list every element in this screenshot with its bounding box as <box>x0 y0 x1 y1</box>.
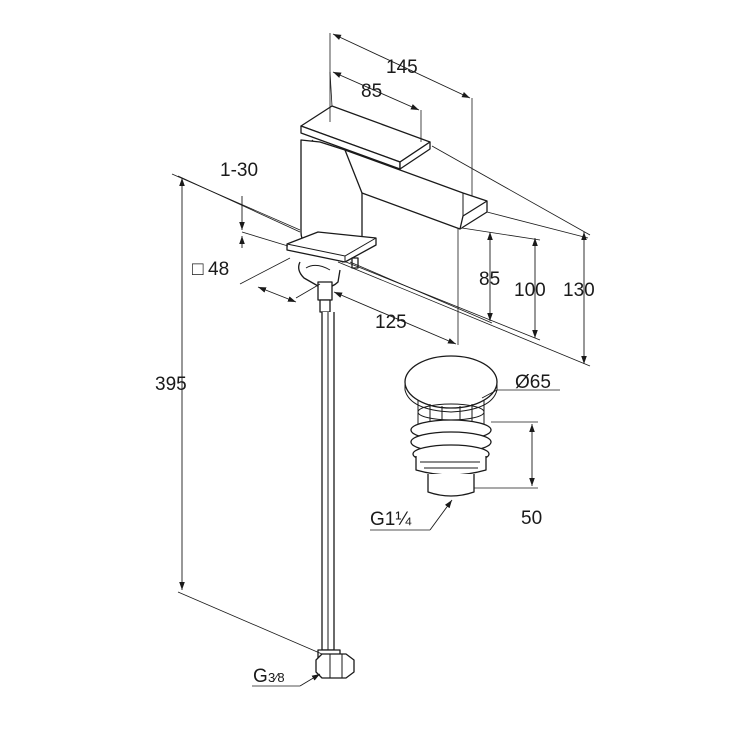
dimension-lines <box>171 33 591 687</box>
label-base-square: 48 <box>208 259 229 280</box>
label-reach: 125 <box>375 312 407 333</box>
label-width-overall: 145 <box>386 57 418 78</box>
label-total-top: 130 <box>563 280 595 301</box>
pop-up-drain <box>404 355 498 497</box>
faucet-body <box>286 105 488 679</box>
label-spout-height: 85 <box>479 269 500 290</box>
label-hose-thread-fraction: 3⁄8 <box>268 670 285 685</box>
label-tilt: 1-30 <box>220 160 258 181</box>
label-drain-height: 50 <box>521 508 542 529</box>
label-base-square-symbol: □ <box>192 259 204 280</box>
label-drain-diameter: Ø65 <box>515 372 551 393</box>
label-drain-thread: G1¼ <box>370 509 412 530</box>
label-spout-height-2: 100 <box>514 280 546 301</box>
label-handle-length: 85 <box>361 81 382 102</box>
label-hose-thread: G <box>253 666 268 687</box>
label-total-height: 395 <box>155 374 187 395</box>
dimension-labels: 145 85 1-30 □ 48 85 100 130 125 395 Ø65 … <box>155 57 595 687</box>
